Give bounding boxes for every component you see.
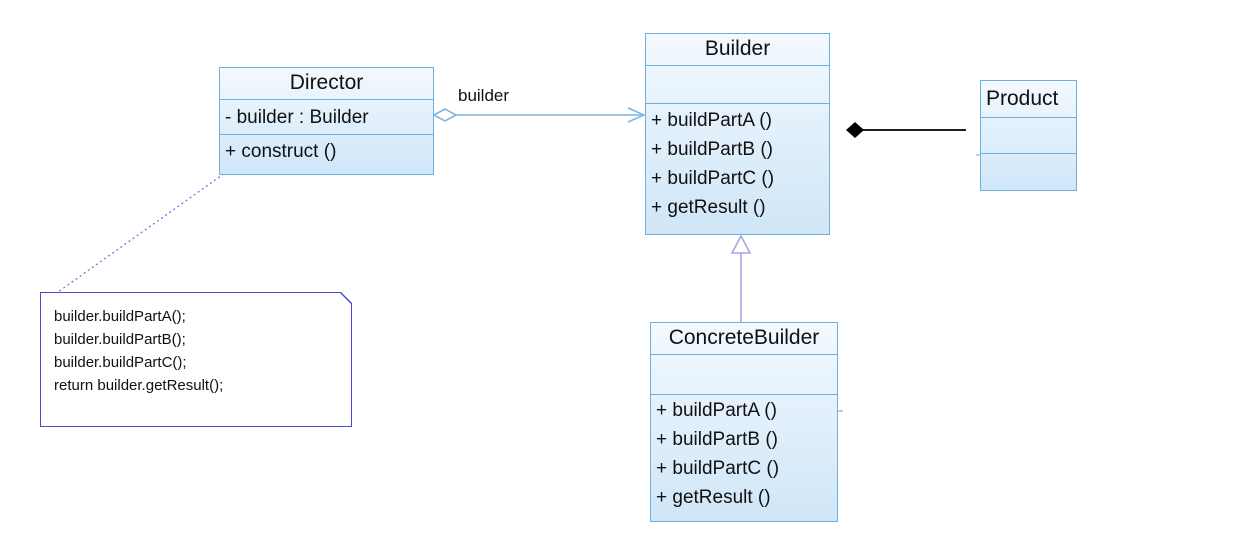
note-anchor-line [57, 167, 233, 293]
note-line: return builder.getResult(); [54, 377, 224, 394]
note-fold-corner [340, 292, 352, 304]
class-concrete-builder-operation: + getResult () [656, 487, 771, 508]
class-builder-operations: + buildPartA () + buildPartB () + buildP… [646, 104, 829, 222]
class-product-name: Product [981, 81, 1076, 118]
class-builder-attributes [646, 66, 829, 104]
class-concrete-builder-operation: + buildPartB () [656, 429, 778, 450]
class-builder-operation: + buildPartB () [651, 139, 773, 160]
note-line: builder.buildPartC(); [54, 354, 187, 371]
class-builder-operation: + buildPartA () [651, 110, 772, 131]
class-director-attributes: - builder : Builder [220, 100, 433, 135]
class-director[interactable]: Director - builder : Builder + construct… [219, 67, 434, 175]
class-concrete-builder-operation: + buildPartC () [656, 458, 780, 479]
note-box[interactable]: builder.buildPartA(); builder.buildPartB… [40, 292, 352, 427]
aggregation-diamond [432, 108, 458, 122]
association-label-builder: builder [458, 86, 510, 105]
class-builder[interactable]: Builder + buildPartA () + buildPartB () … [645, 33, 830, 235]
association-arrowhead [627, 107, 646, 123]
class-concrete-builder-attributes [651, 355, 837, 395]
class-builder-operation: + getResult () [651, 197, 766, 218]
class-director-operations: + construct () [220, 135, 433, 166]
generalization-triangle [730, 234, 752, 254]
note-line: builder.buildPartA(); [54, 308, 186, 325]
class-product-attributes [981, 118, 1076, 154]
class-builder-name: Builder [646, 34, 829, 66]
class-concrete-builder-operations: + buildPartA () + buildPartB () + buildP… [651, 395, 837, 512]
class-director-name: Director [220, 68, 433, 100]
class-product[interactable]: Product [980, 80, 1077, 191]
class-concrete-builder[interactable]: ConcreteBuilder + buildPartA () + buildP… [650, 322, 838, 522]
class-concrete-builder-name: ConcreteBuilder [651, 323, 837, 355]
note-line: builder.buildPartB(); [54, 331, 186, 348]
class-builder-operation: + buildPartC () [651, 168, 775, 189]
composition-diamond [846, 122, 864, 138]
class-director-attribute: - builder : Builder [225, 107, 369, 128]
class-director-operation: + construct () [225, 141, 337, 162]
class-product-operations [981, 154, 1076, 188]
class-concrete-builder-operation: + buildPartA () [656, 400, 777, 421]
